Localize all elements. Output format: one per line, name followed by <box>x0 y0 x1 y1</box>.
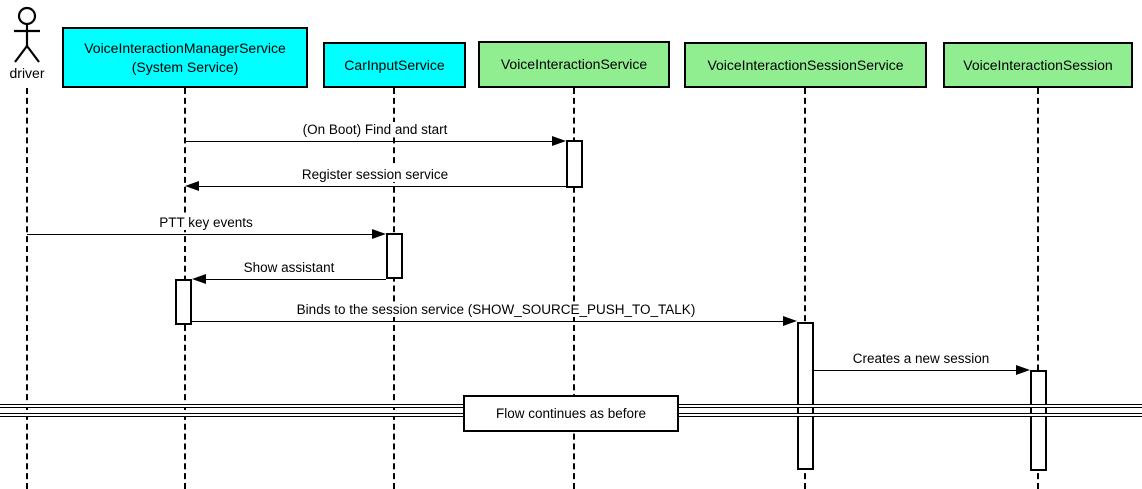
participant-label: CarInputService <box>344 56 445 73</box>
message-line <box>185 141 555 142</box>
actor-driver-label: driver <box>9 65 45 81</box>
participant-label: VoiceInteractionSessionService <box>707 56 904 73</box>
participant-carinputservice: CarInputService <box>323 42 466 88</box>
activation-voiceinteractionmanagerservice <box>175 279 192 325</box>
arrowhead-right-icon <box>1016 365 1030 375</box>
divider-label: Flow continues as before <box>495 406 647 421</box>
participant-label: VoiceInteractionSession <box>963 56 1113 73</box>
message-line <box>27 234 374 235</box>
lifeline-carinputservice <box>393 88 395 489</box>
participant-label: VoiceInteractionManagerService <box>84 40 286 57</box>
lifeline-voiceinteractionservice <box>573 88 575 489</box>
divider-label-box: Flow continues as before <box>463 395 679 432</box>
arrowhead-right-icon <box>783 316 797 326</box>
participant-voiceinteractionsessionservice: VoiceInteractionSessionService <box>684 42 927 88</box>
arrowhead-left-icon <box>185 181 199 191</box>
message-label-ptt-key-events: PTT key events <box>157 215 255 230</box>
message-label-binds-to-session-service: Binds to the session service (SHOW_SOURC… <box>294 302 698 317</box>
activation-voiceinteractionsessionservice <box>797 322 814 470</box>
participant-label: VoiceInteractionService <box>500 56 648 73</box>
message-label-register-session-service: Register session service <box>299 167 451 182</box>
message-label-creates-a-new-session: Creates a new session <box>850 351 992 366</box>
lifeline-voiceinteractionsession <box>1037 88 1039 489</box>
activation-voiceinteractionsession <box>1030 370 1047 471</box>
lifeline-driver <box>26 88 28 489</box>
message-line <box>203 279 386 280</box>
actor-driver-icon <box>7 4 47 69</box>
participant-voiceinteractionservice: VoiceInteractionService <box>478 41 670 88</box>
activation-voiceinteractionservice <box>566 140 583 188</box>
participant-sublabel: (System Service) <box>131 58 239 75</box>
message-label-on-boot-find-and-start: (On Boot) Find and start <box>300 122 450 137</box>
message-line <box>196 186 566 187</box>
activation-carinputservice <box>386 233 403 279</box>
arrowhead-right-icon <box>552 136 566 146</box>
participant-voiceinteractionmanagerservice: VoiceInteractionManagerService (System S… <box>62 27 308 88</box>
message-label-show-assistant: Show assistant <box>241 260 337 275</box>
arrowhead-left-icon <box>192 274 206 284</box>
message-line <box>192 321 785 322</box>
message-line <box>813 370 1018 371</box>
participant-voiceinteractionsession: VoiceInteractionSession <box>943 42 1133 88</box>
arrowhead-right-icon <box>372 229 386 239</box>
lifeline-voiceinteractionsessionservice <box>804 88 806 489</box>
